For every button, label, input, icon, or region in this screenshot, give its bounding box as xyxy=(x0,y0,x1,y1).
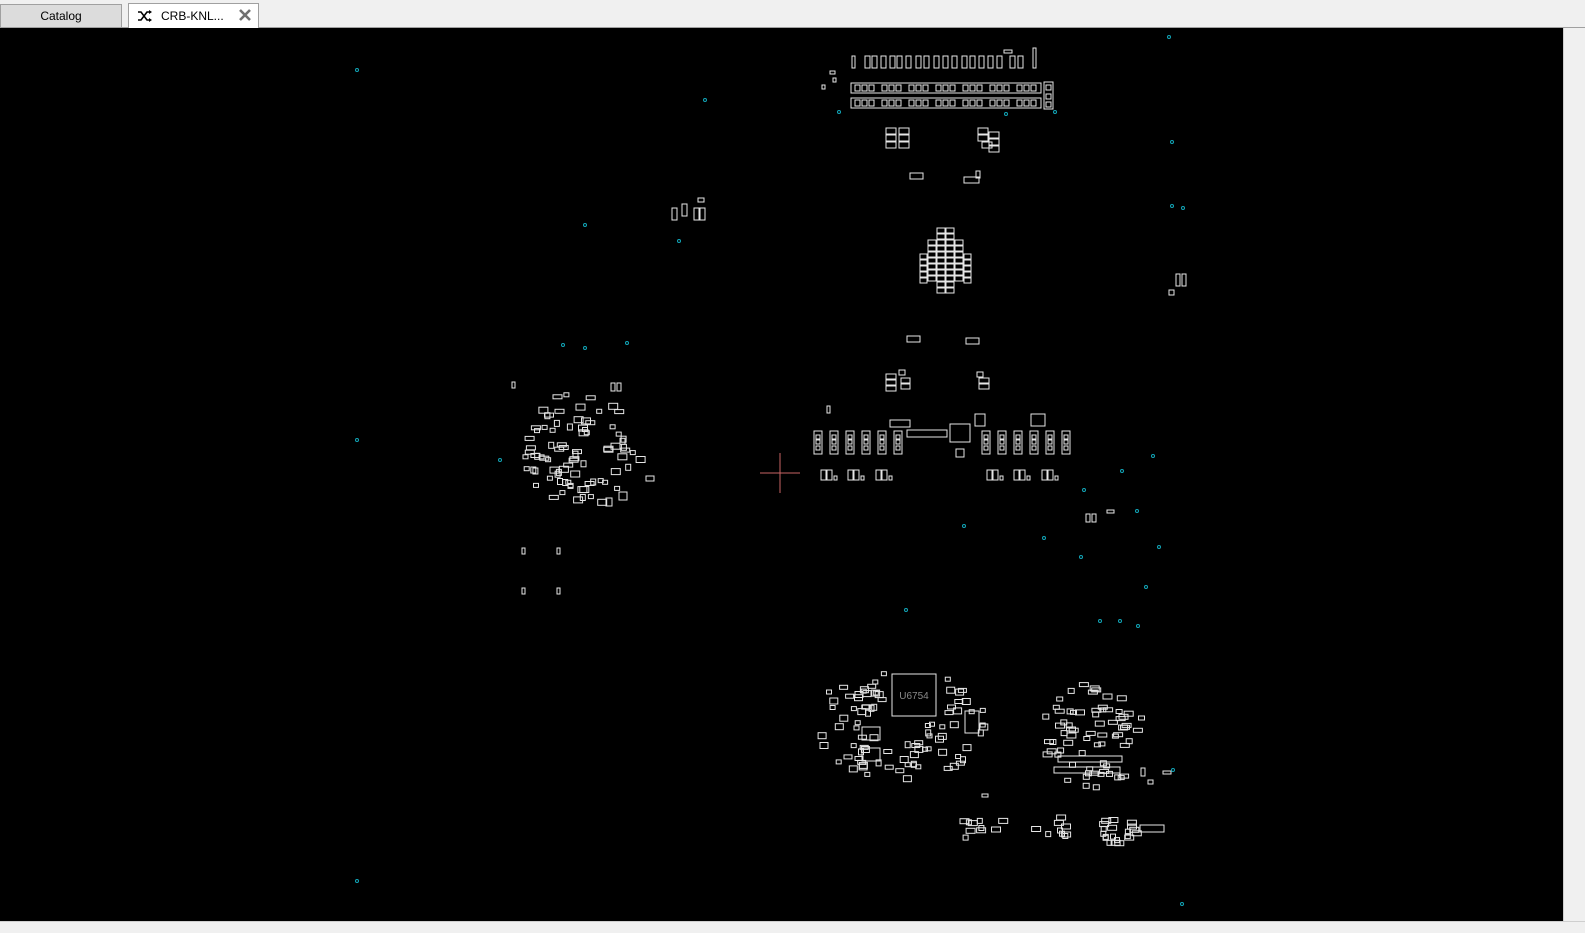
cluster-middle xyxy=(826,335,1046,458)
horizontal-scrollbar[interactable] xyxy=(0,921,1585,933)
tab-catalog-label: Catalog xyxy=(40,9,82,23)
inductor-row xyxy=(813,430,1071,455)
cluster-right-edge xyxy=(1168,273,1187,296)
shuffle-icon xyxy=(137,8,153,24)
right-lower-cluster xyxy=(1042,682,1172,791)
u6754-label: U6754 xyxy=(899,691,929,702)
tab-board-file[interactable]: CRB-KNL... xyxy=(128,3,259,28)
tab-catalog[interactable]: Catalog xyxy=(0,4,122,27)
board-view-canvas[interactable]: U6754 xyxy=(0,28,1563,921)
cluster-left-pads xyxy=(521,547,561,595)
vertical-scrollbar[interactable] xyxy=(1563,28,1585,921)
top-connector-group xyxy=(821,47,1054,110)
pmic-cluster xyxy=(817,671,989,783)
tab-board-file-label: CRB-KNL... xyxy=(161,9,224,23)
cluster-top-left xyxy=(885,127,1000,184)
crosshair-cursor xyxy=(760,453,800,493)
main-ic-u6754: U6754 xyxy=(861,673,980,762)
cluster-left xyxy=(511,381,655,507)
cluster-middle-right xyxy=(1085,509,1115,523)
bottom-row-cluster xyxy=(959,793,1165,847)
cpu-bga-cluster xyxy=(919,227,972,294)
cluster-upper-left xyxy=(671,197,706,221)
via-dots xyxy=(355,35,1185,906)
tab-bar: Catalog CRB-KNL... xyxy=(0,0,1585,28)
close-icon[interactable] xyxy=(238,8,252,22)
cap-row xyxy=(820,469,1059,481)
pcb-layout: U6754 xyxy=(355,35,1187,906)
top-connector-pins xyxy=(854,84,1052,108)
